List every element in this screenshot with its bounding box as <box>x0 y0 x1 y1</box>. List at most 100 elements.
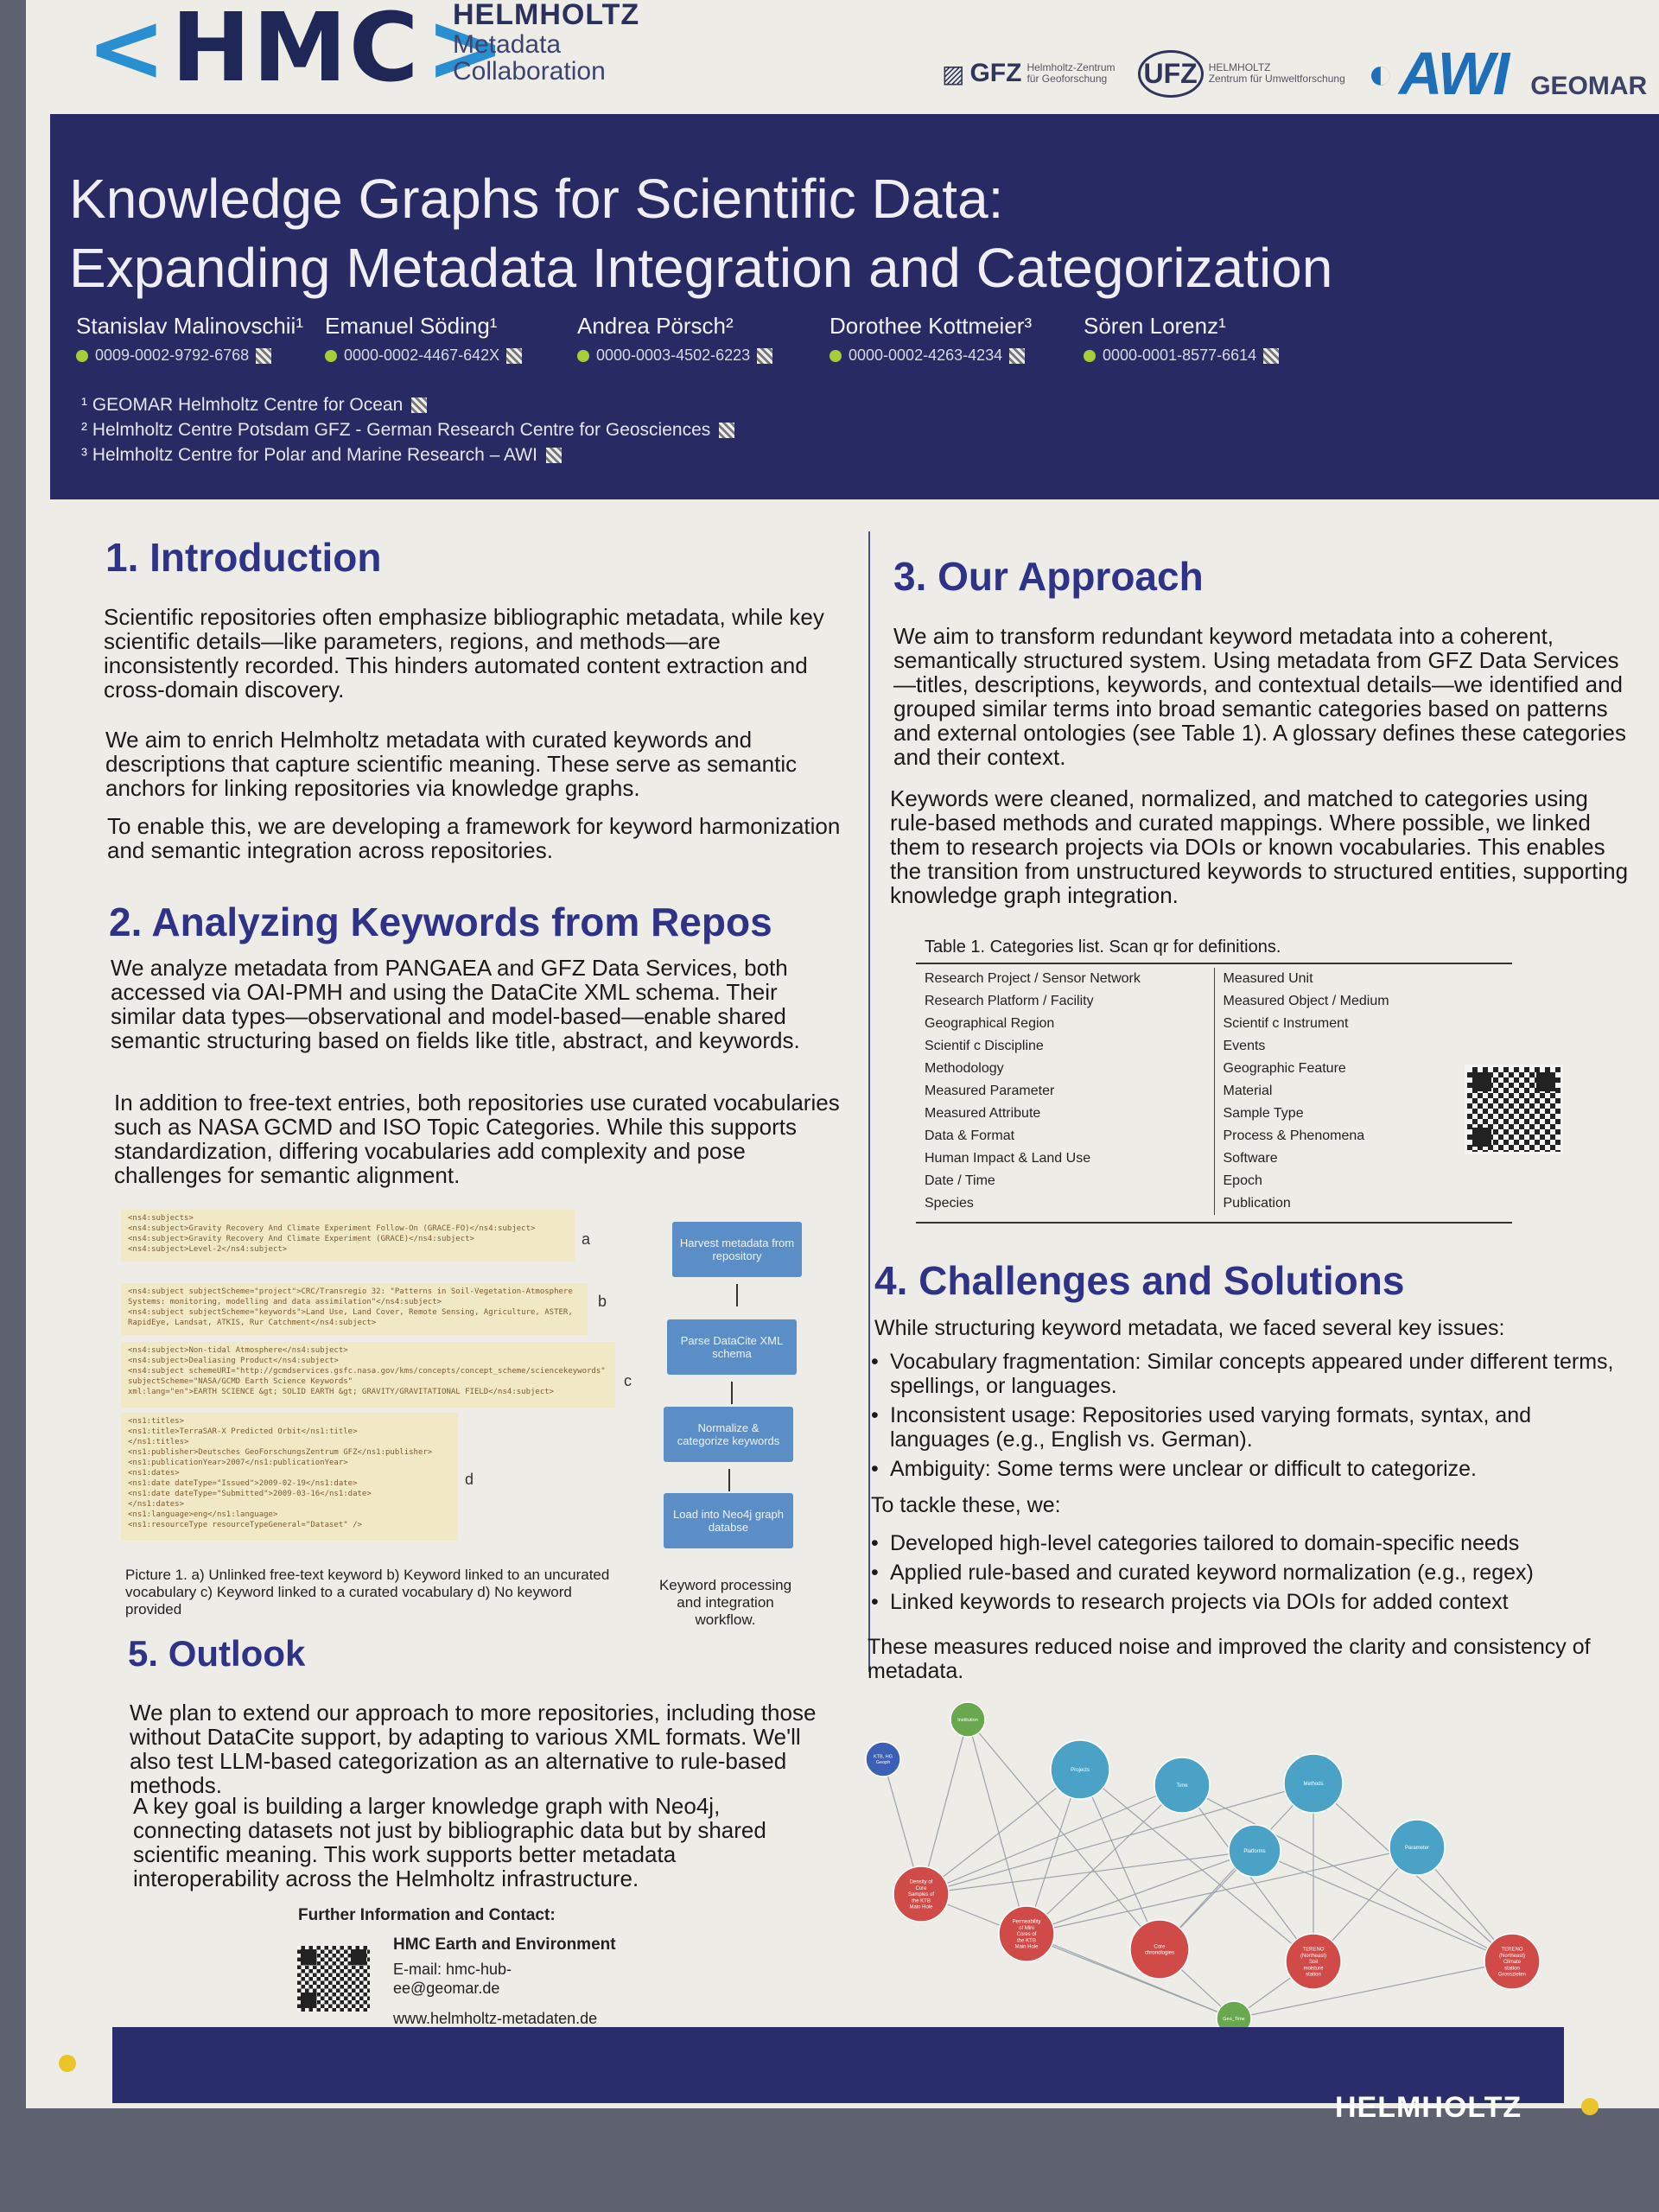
graph-edge <box>1026 1850 1255 1935</box>
awi-name: AWI <box>1398 40 1510 107</box>
graph-node-circle[interactable] <box>1484 1933 1541 1990</box>
code-line: </ns1:titles> <box>128 1438 189 1446</box>
author: Emanuel Söding¹ 0000-0002-4467-642X <box>325 313 523 365</box>
ufz-name: UFZ <box>1137 49 1204 98</box>
graph-node[interactable]: Projects <box>1050 1739 1110 1800</box>
approach-paragraph-1: We aim to transform redundant keyword me… <box>893 623 1626 770</box>
graph-node[interactable]: Institution <box>950 1701 986 1738</box>
graph-node-label: Projects <box>1071 1768 1090 1773</box>
orcid-id: 0000-0001-8577-6614 <box>1103 346 1257 364</box>
column-divider <box>868 531 870 1672</box>
code-line: <ns4:subject>Gravity Recovery And Climat… <box>128 1235 474 1243</box>
flow-arrow <box>736 1284 738 1306</box>
author-name: Stanislav Malinovschii¹ <box>76 313 303 339</box>
intro-heading: 1. Introduction <box>105 535 382 580</box>
graph-edge <box>920 1783 1314 1895</box>
orcid-icon <box>76 349 88 362</box>
code-line: subjectScheme="NASA/GCMD Earth Science K… <box>128 1377 353 1386</box>
contact-heading: Further Information and Contact: <box>298 1906 556 1924</box>
flow-step-load: Load into Neo4j graph databse <box>664 1493 793 1548</box>
contact-email[interactable]: E-mail: hmc-hub-ee@geomar.de <box>393 1961 512 1997</box>
list-item: Inconsistent usage: Repositories used va… <box>871 1403 1623 1452</box>
table-cell: Epoch <box>1223 1173 1262 1188</box>
analyzing-paragraph-1: We analyze metadata from PANGAEA and GFZ… <box>111 955 800 1053</box>
graph-node-circle[interactable] <box>950 1701 986 1738</box>
outlook-paragraph-2: A key goal is building a larger knowledg… <box>133 1793 766 1891</box>
table-cell: Date / Time <box>925 1173 995 1188</box>
ufz-sub-2: Zentrum für Umweltforschung <box>1208 73 1345 85</box>
table-cell: Scientif c Instrument <box>1223 1016 1349 1031</box>
graph-node-circle[interactable] <box>1285 1933 1342 1990</box>
code-line: <ns1:dates> <box>128 1469 180 1478</box>
workflow-caption: Keyword processing and integration workf… <box>658 1577 792 1628</box>
graph-node-circle[interactable] <box>998 1905 1055 1962</box>
graph-node-label: Time <box>1176 1783 1188 1789</box>
list-item: Linked keywords to research projects via… <box>871 1590 1631 1614</box>
table-cell: Geographical Region <box>925 1016 1055 1031</box>
code-example-b: <ns4:subject subjectScheme="project">CRC… <box>121 1283 588 1335</box>
graph-edge <box>1233 1961 1513 2019</box>
qr-code-icon <box>757 347 773 364</box>
definitions-qr-code[interactable] <box>1465 1065 1563 1154</box>
table-body: Research Project / Sensor Network Resear… <box>916 968 1512 1215</box>
graph-node[interactable]: Methods <box>1283 1753 1344 1814</box>
table-cell: Scientif c Discipline <box>925 1039 1044 1053</box>
qr-code-icon <box>545 447 562 463</box>
table-title: Table 1. Categories list. Scan qr for de… <box>925 938 1281 957</box>
code-label-a: a <box>582 1230 591 1248</box>
table-cell: Measured Unit <box>1223 971 1313 986</box>
graph-node-circle[interactable] <box>1050 1739 1110 1800</box>
graph-node-circle[interactable] <box>893 1866 950 1923</box>
code-line: <ns4:subject>Dealiasing Product</ns4:sub… <box>128 1357 339 1365</box>
approach-paragraph-2: Keywords were cleaned, normalized, and m… <box>890 785 1629 908</box>
graph-node-circle[interactable] <box>865 1741 901 1777</box>
graph-edge <box>920 1784 1183 1895</box>
orcid-icon <box>830 349 842 362</box>
graph-node-circle[interactable] <box>1129 1919 1190 1980</box>
graph-node-circle[interactable] <box>1283 1753 1344 1814</box>
list-item: Ambiguity: Some terms were unclear or di… <box>871 1457 1623 1481</box>
table-column-separator <box>1213 968 1215 1215</box>
qr-code-icon <box>256 347 272 364</box>
graph-node[interactable]: Platforms <box>1228 1824 1281 1878</box>
pin-icon <box>59 2055 76 2072</box>
code-label-b: b <box>598 1293 607 1310</box>
outlook-paragraph-1: We plan to extend our approach to more r… <box>130 1700 817 1798</box>
graph-edge <box>1254 1850 1513 1962</box>
author-orcid: 0000-0002-4467-642X <box>325 346 523 365</box>
table-cell: Measured Parameter <box>925 1084 1055 1098</box>
author-orcid: 0009-0002-9792-6768 <box>76 346 303 365</box>
flow-arrow <box>728 1469 730 1491</box>
graph-node-circle[interactable] <box>1154 1757 1211 1814</box>
code-line: <ns1:publisher>Deutsches GeoForschungsZe… <box>128 1448 433 1457</box>
graph-edge <box>920 1769 1081 1895</box>
globe-icon: ◐ <box>1367 49 1394 98</box>
contact-website[interactable]: www.helmholtz-metadaten.de <box>393 2010 598 2027</box>
qr-code-icon <box>506 347 523 364</box>
graph-node-label: Geo_Time <box>1223 2017 1244 2022</box>
contact-qr-code[interactable] <box>297 1946 370 2012</box>
graph-node[interactable]: Time <box>1154 1757 1211 1814</box>
solutions-list: Developed high-level categories tailored… <box>871 1531 1631 1619</box>
graph-node-circle[interactable] <box>1389 1819 1446 1876</box>
graph-node-label: Methods <box>1303 1782 1323 1787</box>
code-example-a: <ns4:subjects> <ns4:subject>Gravity Reco… <box>121 1210 575 1262</box>
code-line: <ns4:subject>Level-2</ns4:subject> <box>128 1245 288 1254</box>
flow-step-normalize: Normalize & categorize keywords <box>664 1407 793 1462</box>
graph-node-circle[interactable] <box>1228 1824 1281 1878</box>
categories-table: Table 1. Categories list. Scan qr for de… <box>916 938 1512 1224</box>
approach-heading: 3. Our Approach <box>893 554 1204 599</box>
code-line: <ns1:date dateType="Issued">2009-02-19</… <box>128 1479 358 1488</box>
affiliations: ¹ GEOMAR Helmholtz Centre for Ocean ² He… <box>81 392 735 467</box>
graph-node[interactable]: Parameter <box>1389 1819 1446 1876</box>
qr-code-icon <box>719 422 735 438</box>
geomar-name: GEOMAR <box>1530 72 1648 100</box>
graph-edge <box>967 1719 1027 1935</box>
